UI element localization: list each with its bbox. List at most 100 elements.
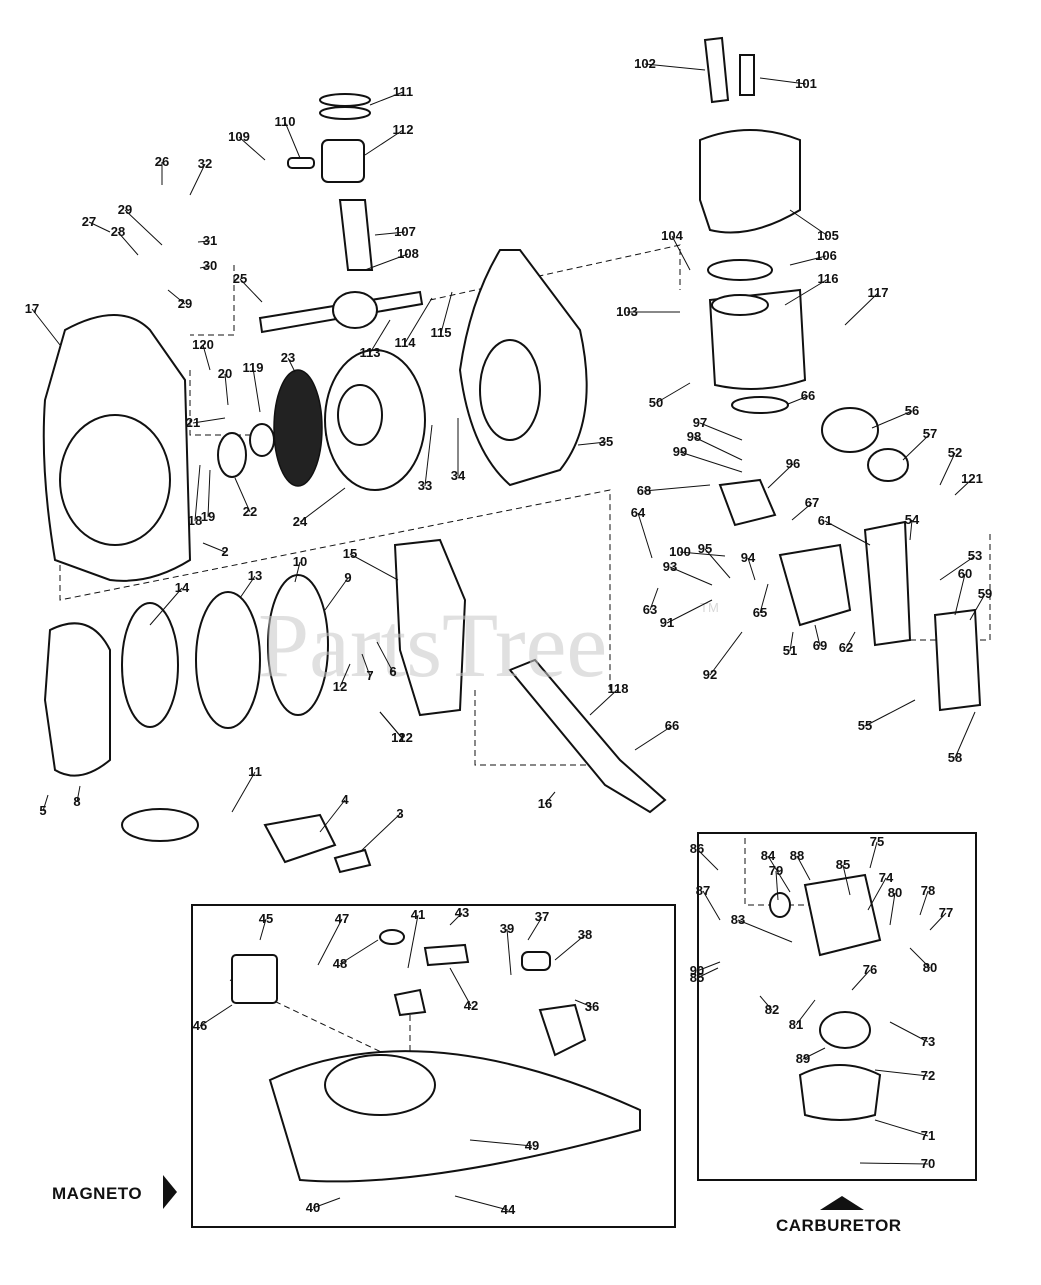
leader-line-33: [424, 424, 433, 487]
callout-80: 80: [888, 885, 902, 900]
leader-line-117: [844, 292, 879, 326]
leader-line-52: [939, 452, 956, 486]
leader-line-19: [207, 469, 211, 518]
callout-102: 102: [634, 56, 656, 71]
leader-line-50: [655, 382, 691, 404]
callout-39: 39: [500, 921, 514, 936]
callout-99: 99: [673, 444, 687, 459]
rotating-screen: [273, 369, 323, 487]
leader-line-45: [259, 918, 267, 941]
leader-line-24: [299, 487, 346, 523]
air-filter-element: [867, 448, 909, 482]
callout-27: 27: [82, 214, 96, 229]
callout-111: 111: [393, 84, 413, 99]
leader-line-23: [287, 357, 296, 373]
leader-line-104: [671, 235, 691, 271]
leader-line-96: [767, 463, 794, 489]
air-filter-cover: [821, 407, 879, 453]
callout-44: 44: [501, 1202, 516, 1217]
leader-line-40: [312, 1197, 341, 1209]
leader-line-101: [759, 77, 807, 85]
callout-117: 117: [868, 285, 889, 300]
leader-line-64: [637, 512, 653, 559]
callout-10: 10: [293, 554, 307, 569]
leader-line-12: [339, 663, 351, 688]
leader-line-58: [954, 711, 976, 759]
callout-120: 120: [192, 337, 214, 352]
callout-64: 64: [631, 505, 646, 520]
carburetor-body-inset: [803, 873, 882, 957]
leader-line-48: [339, 939, 379, 965]
leader-line-87: [702, 890, 721, 921]
callout-60: 60: [958, 566, 972, 581]
carburetor-arrow-icon: [820, 1196, 864, 1210]
guide-line: [880, 530, 991, 641]
leader-line-73: [889, 1021, 929, 1043]
leader-line-59: [969, 593, 986, 621]
cam-wiper-felt: [379, 929, 405, 945]
leader-line-115: [440, 291, 453, 334]
carburetor-float: [819, 1011, 871, 1049]
leader-line-69: [814, 624, 821, 647]
callout-104: 104: [661, 228, 683, 243]
starter-plate: [267, 574, 329, 716]
leader-line-30: [199, 265, 211, 269]
leader-line-83: [737, 919, 793, 943]
leader-line-107: [374, 231, 406, 236]
leader-line-37: [527, 916, 543, 941]
carburetor-inset-frame: [697, 832, 977, 1181]
blower-housing-opening: [59, 414, 171, 546]
leader-line-41: [407, 914, 419, 969]
callout-84: 84: [761, 848, 776, 863]
leader-line-80: [909, 947, 931, 969]
callout-109: 109: [228, 129, 250, 144]
callout-121: 121: [961, 471, 983, 486]
breaker-points: [393, 988, 427, 1017]
callout-61: 61: [818, 513, 832, 528]
leader-line-121: [954, 478, 973, 496]
callout-118: 118: [608, 681, 629, 696]
leader-line-20: [224, 373, 229, 406]
guide-line: [59, 489, 611, 690]
leader-line-108: [364, 253, 409, 271]
flywheel-hub: [337, 384, 383, 446]
callout-15: 15: [343, 546, 357, 561]
leader-line-89: [802, 1047, 826, 1060]
callout-66: 66: [665, 718, 679, 733]
leader-line-112: [364, 129, 404, 156]
leader-line-116: [784, 278, 829, 306]
starter-cup: [217, 432, 247, 478]
callout-leaders: [31, 63, 986, 1211]
leader-line-29: [167, 289, 186, 305]
leader-line-15: [349, 553, 399, 581]
callout-74: 74: [879, 870, 894, 885]
leader-line-14: [149, 587, 183, 626]
leader-line-113: [369, 319, 391, 354]
control-panel: [863, 520, 912, 647]
carburetor-section-title: CARBURETOR: [776, 1216, 902, 1235]
leader-line-22: [234, 477, 251, 513]
leader-line-36: [574, 999, 593, 1008]
magneto-inset-frame: [191, 904, 676, 1228]
leader-line-85: [696, 967, 719, 979]
leader-line-98: [693, 436, 743, 461]
callout-78: 78: [921, 883, 935, 898]
leader-line-66: [634, 725, 673, 751]
callout-47: 47: [335, 911, 349, 926]
starter-handle: [263, 813, 337, 864]
leader-line-74: [867, 877, 887, 911]
leader-line-84: [767, 855, 791, 893]
leader-line-57: [902, 433, 931, 461]
terminal-cover: [538, 1003, 587, 1057]
guide-line: [190, 265, 235, 336]
leader-line-28: [117, 231, 139, 256]
leader-line-3: [359, 813, 401, 853]
leader-line-72: [874, 1069, 929, 1077]
magneto-plate-inset: [268, 1050, 641, 1183]
leader-line-68: [643, 484, 711, 492]
leader-line-17: [31, 308, 61, 346]
leader-line-94: [747, 557, 756, 581]
leader-line-11: [231, 771, 256, 813]
cylinder-bore: [711, 294, 769, 316]
